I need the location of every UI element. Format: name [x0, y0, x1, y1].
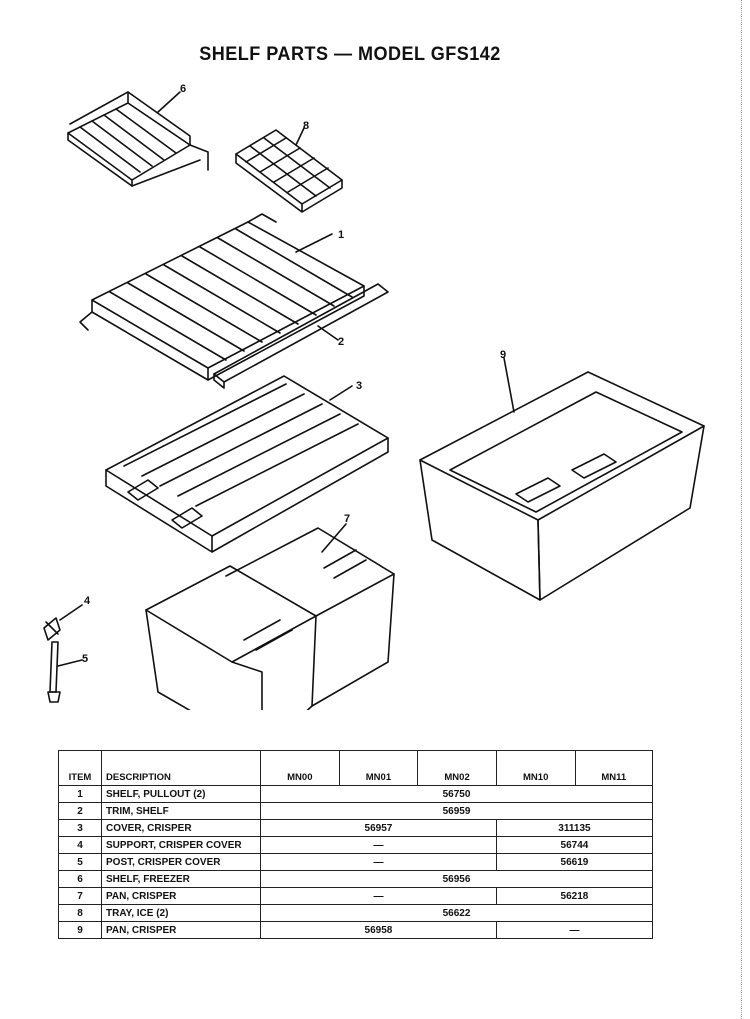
callout-7: 7 — [344, 513, 350, 525]
callout-8: 8 — [303, 120, 309, 132]
row-item-number: 8 — [58, 904, 102, 922]
row-item-number: 1 — [58, 785, 102, 803]
part-pullout-shelf — [79, 213, 365, 381]
part-crisper-pan-large — [419, 357, 705, 601]
row-part-number: 56750 — [260, 785, 653, 803]
header-mn01: MN01 — [338, 750, 419, 786]
row-part-number: — — [260, 853, 497, 871]
row-part-number: 56959 — [260, 802, 653, 820]
row-part-number: 56218 — [495, 887, 654, 905]
row-part-number: — — [260, 887, 497, 905]
row-description: SHELF, FREEZER — [101, 870, 261, 888]
row-item-number: 4 — [58, 836, 102, 854]
row-description: COVER, CRISPER — [101, 819, 261, 837]
row-item-number: 9 — [58, 921, 102, 939]
callout-9: 9 — [500, 349, 506, 361]
row-part-number: 56744 — [495, 836, 654, 854]
part-shelf-trim — [213, 283, 389, 389]
callout-5: 5 — [82, 653, 88, 665]
row-description: POST, CRISPER COVER — [101, 853, 261, 871]
callout-2: 2 — [338, 336, 344, 348]
part-crisper-cover-support — [43, 604, 83, 641]
page-title: SHELF PARTS — MODEL GFS142 — [199, 44, 501, 65]
callout-4: 4 — [84, 595, 91, 607]
row-description: PAN, CRISPER — [101, 921, 261, 939]
row-part-number: — — [495, 921, 654, 939]
row-description: SHELF, PULLOUT (2) — [101, 785, 261, 803]
row-part-number: 56956 — [260, 870, 653, 888]
row-description: TRAY, ICE (2) — [101, 904, 261, 922]
row-description: TRIM, SHELF — [101, 802, 261, 820]
row-part-number: 56622 — [260, 904, 653, 922]
row-part-number: 56958 — [260, 921, 497, 939]
row-item-number: 3 — [58, 819, 102, 837]
part-crisper-cover-post — [47, 641, 83, 703]
parts-table: ITEM DESCRIPTION MN00 MN01 MN02 MN10 MN1… — [58, 750, 654, 939]
row-part-number: 56619 — [495, 853, 654, 871]
row-item-number: 2 — [58, 802, 102, 820]
header-mn02: MN02 — [417, 750, 497, 786]
callout-6: 6 — [180, 83, 186, 95]
row-part-number: — — [260, 836, 497, 854]
parts-table-header: ITEM DESCRIPTION MN00 MN01 MN02 MN10 MN1… — [58, 750, 653, 786]
part-crisper-cover — [105, 375, 389, 553]
row-part-number: 56957 — [260, 819, 497, 837]
row-description: PAN, CRISPER — [101, 887, 261, 905]
row-description: SUPPORT, CRISPER COVER — [101, 836, 261, 854]
header-mn00: MN00 — [260, 750, 340, 786]
header-description: DESCRIPTION — [101, 750, 261, 786]
header-item: ITEM — [58, 750, 102, 786]
header-mn10: MN10 — [495, 750, 576, 786]
part-freezer-shelf — [67, 91, 209, 187]
header-mn11: MN11 — [574, 750, 653, 786]
row-item-number: 7 — [58, 887, 102, 905]
part-ice-tray — [235, 127, 343, 213]
callout-1: 1 — [338, 229, 344, 241]
part-crisper-pan-pair — [145, 523, 395, 710]
callout-3: 3 — [356, 380, 362, 392]
row-item-number: 5 — [58, 853, 102, 871]
exploded-parts-diagram: 1 2 3 4 5 6 7 8 9 — [43, 83, 705, 710]
row-part-number: 311135 — [495, 819, 654, 837]
row-item-number: 6 — [58, 870, 102, 888]
page-edge — [741, 0, 750, 1019]
